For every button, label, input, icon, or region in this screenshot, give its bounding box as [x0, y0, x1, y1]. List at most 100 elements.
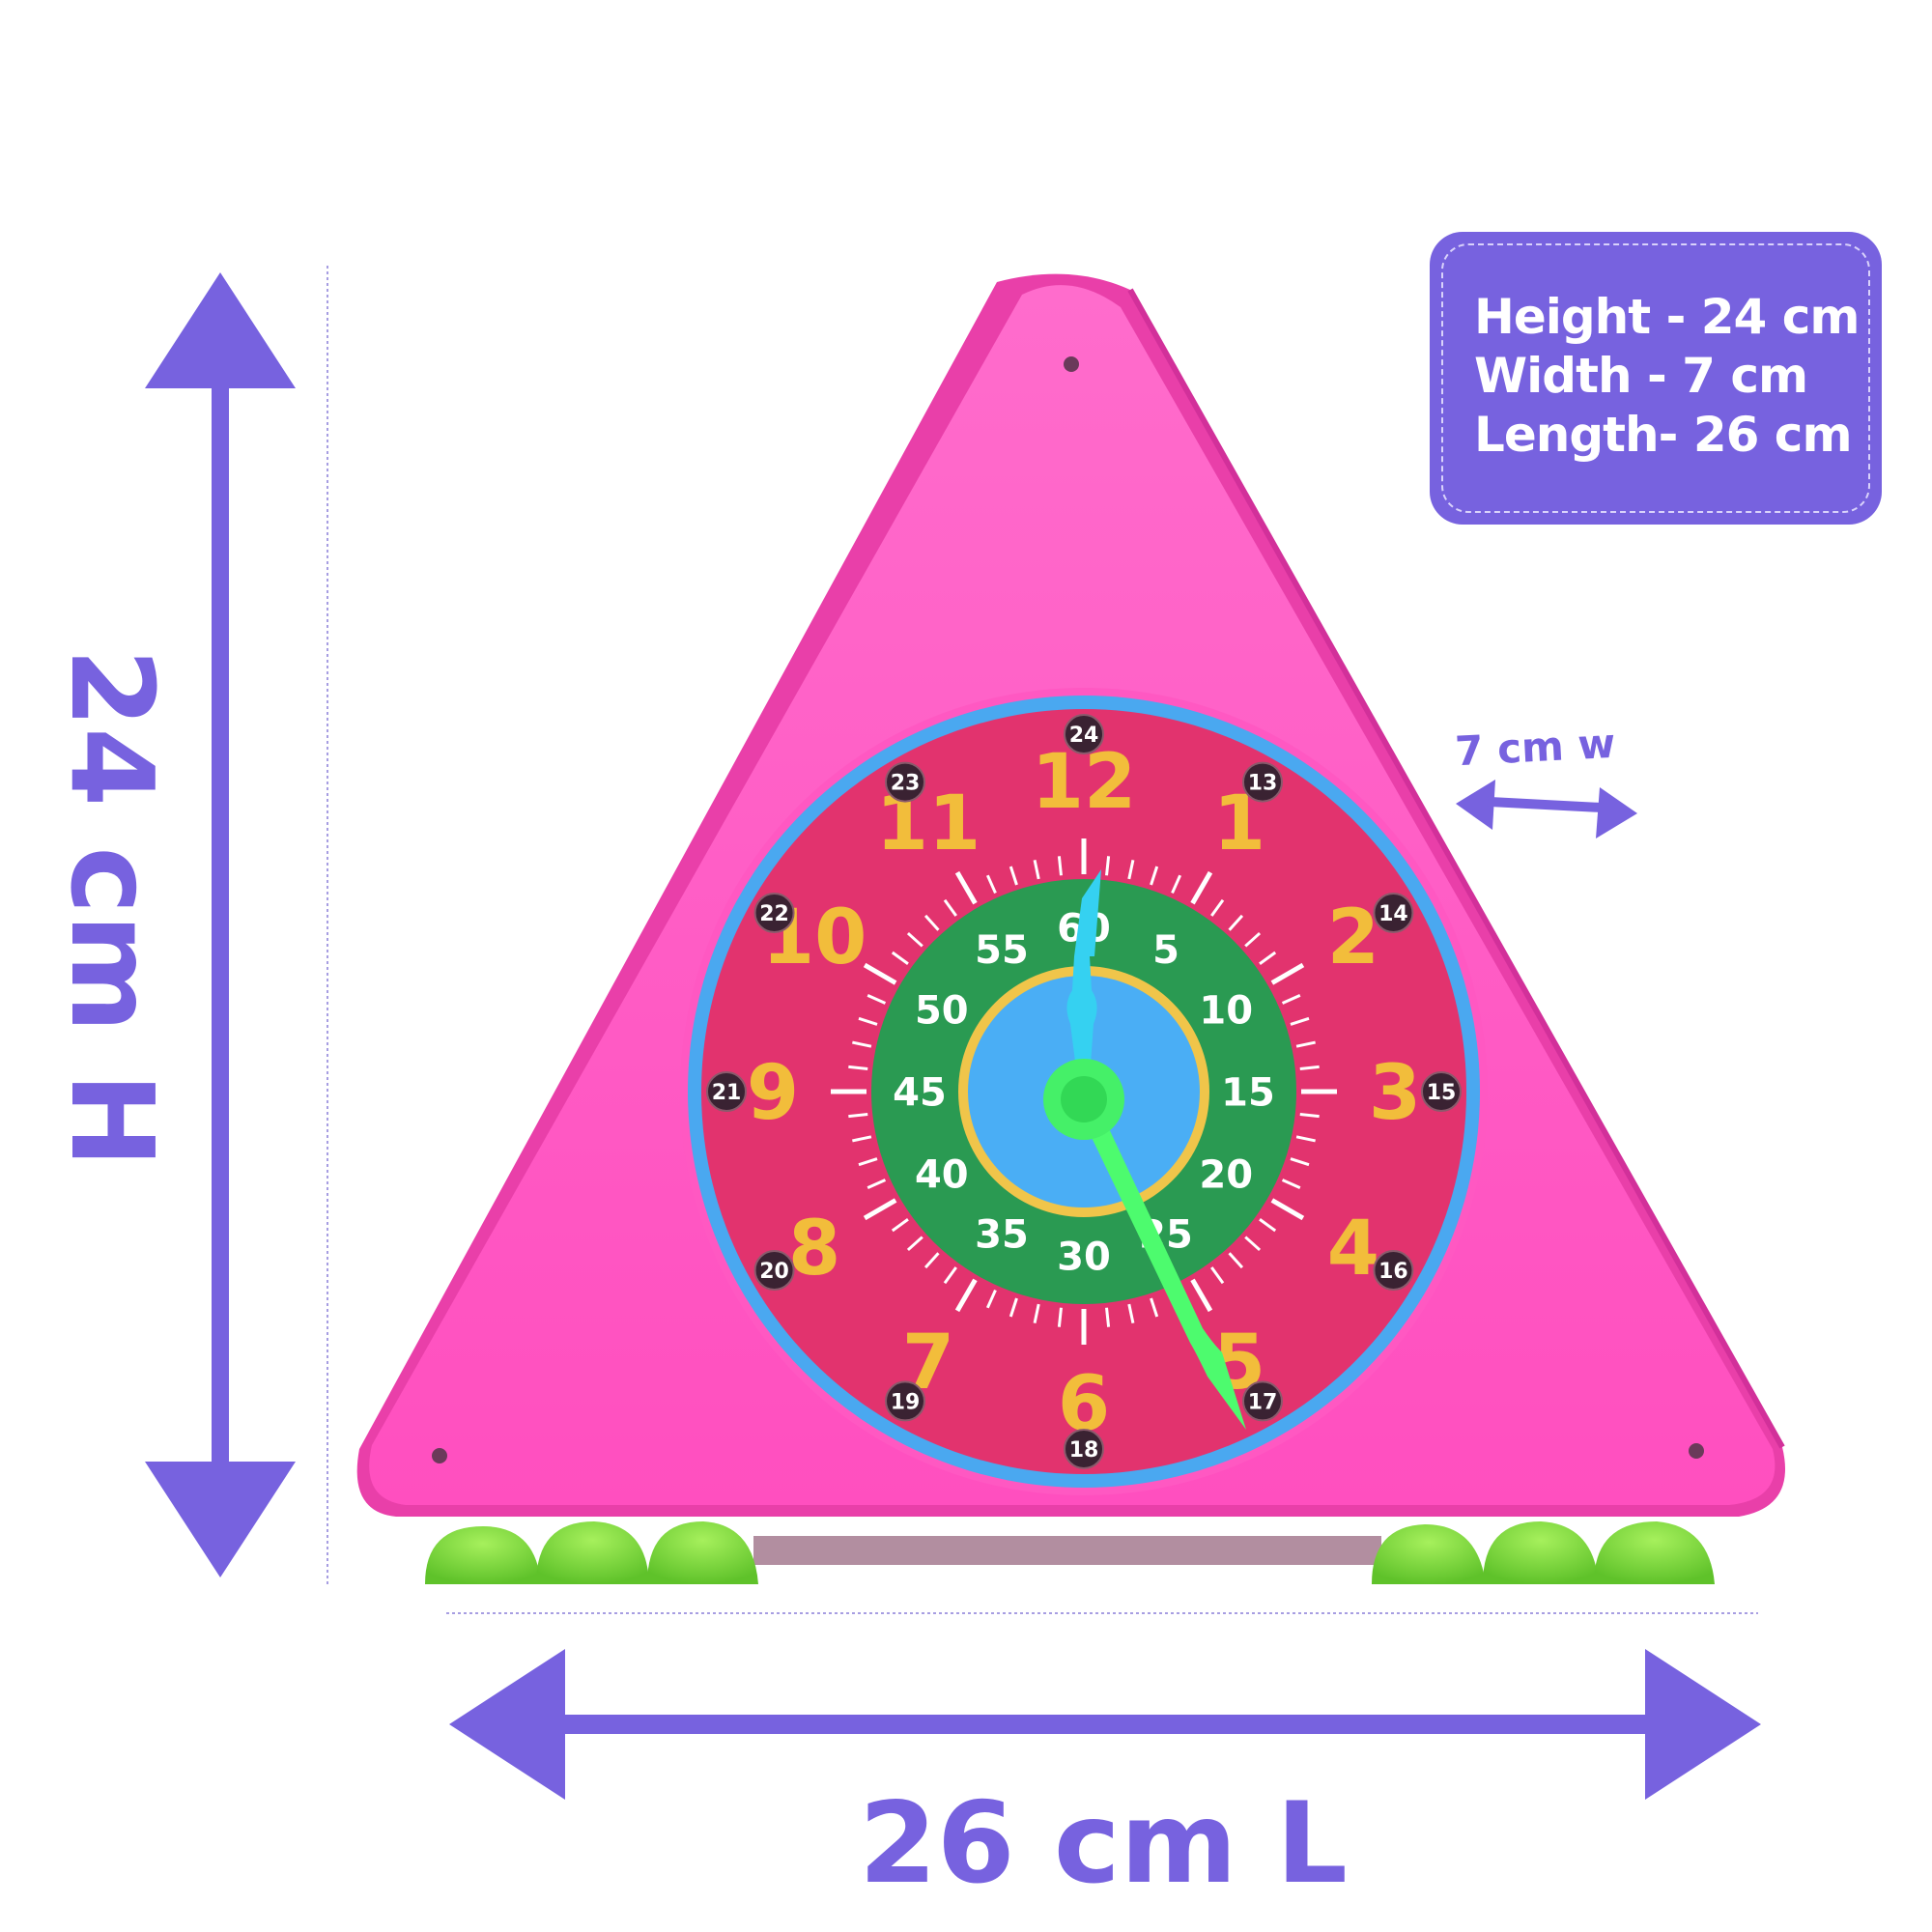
tick-mark — [1295, 1040, 1316, 1048]
width-label: 7 cm w — [1454, 720, 1616, 776]
dimensions-box: Height - 24 cm Width - 7 cm Length- 26 c… — [1430, 232, 1882, 525]
tick-mark — [1244, 1236, 1262, 1252]
screw-top — [1064, 356, 1079, 372]
tick-mark — [848, 1113, 868, 1119]
badge-circle — [753, 893, 795, 933]
minute-number-30: 30 — [1057, 1235, 1111, 1279]
badge-circle — [1421, 1071, 1462, 1112]
tick-mark — [1290, 1157, 1310, 1167]
tick-mark — [1033, 860, 1040, 880]
hour24-number-19: 19 — [891, 1390, 921, 1414]
clock-feet — [425, 1521, 1715, 1584]
hour24-number-20: 20 — [759, 1260, 789, 1284]
hour-number-3: 3 — [1369, 1050, 1421, 1137]
tick-mark — [858, 1157, 878, 1167]
badge-circle — [1373, 893, 1414, 933]
tick-mark — [1033, 1303, 1040, 1323]
tick-mark — [954, 870, 978, 905]
tick-mark — [867, 1179, 887, 1190]
tick-mark — [1228, 1252, 1244, 1269]
tick-mark — [1150, 866, 1159, 886]
tick-mark — [1171, 874, 1182, 895]
tick-mark — [1057, 1307, 1063, 1327]
badge-circle — [1373, 1250, 1414, 1291]
tick-mark — [858, 1016, 878, 1026]
tick-mark — [1270, 1198, 1305, 1221]
hour-number-8: 8 — [788, 1206, 840, 1293]
tick-mark — [848, 1065, 868, 1070]
tick-mark — [1270, 962, 1305, 985]
badge-circle — [753, 1250, 795, 1291]
tick-mark — [1105, 1307, 1111, 1327]
badge-circle — [1242, 761, 1283, 803]
minute-number-20: 20 — [1199, 1152, 1253, 1197]
hour-number-2: 2 — [1327, 895, 1379, 981]
hour24-number-16: 16 — [1378, 1260, 1408, 1284]
length-line: Length- 26 cm — [1474, 407, 1853, 463]
tick-mark — [923, 1252, 940, 1269]
tick-mark — [906, 931, 923, 948]
minute-number-15: 15 — [1221, 1070, 1275, 1115]
tick-mark — [852, 1040, 872, 1048]
tick-mark — [985, 1289, 997, 1309]
badge-circle — [1064, 714, 1104, 754]
tick-mark — [867, 993, 887, 1005]
tick-mark — [1009, 866, 1018, 886]
tick-mark — [1281, 1179, 1301, 1190]
tick-mark — [943, 898, 957, 917]
hour24-number-17: 17 — [1248, 1390, 1278, 1414]
screw-right — [1689, 1443, 1704, 1459]
hour24-number-23: 23 — [891, 771, 921, 795]
tick-mark — [1210, 1266, 1225, 1285]
tick-mark — [852, 1135, 872, 1143]
tick-mark — [1281, 993, 1301, 1005]
tick-mark — [1244, 931, 1262, 948]
badge-circle — [1242, 1380, 1283, 1422]
tick-mark — [985, 874, 997, 895]
tick-mark — [943, 1266, 957, 1285]
hour24-number-14: 14 — [1378, 902, 1408, 926]
hour24-number-13: 13 — [1248, 771, 1278, 795]
tick-mark — [1105, 856, 1111, 876]
tick-mark — [1190, 870, 1213, 905]
badge-circle — [706, 1071, 747, 1112]
minute-number-35: 35 — [975, 1213, 1029, 1258]
length-label: 26 cm L — [859, 1778, 1348, 1909]
tick-mark — [1127, 860, 1135, 880]
minute-number-40: 40 — [915, 1152, 969, 1197]
minute-number-5: 5 — [1152, 928, 1179, 973]
tick-mark — [1299, 1065, 1320, 1070]
length-arrow — [449, 1649, 1761, 1800]
screw-left — [432, 1448, 447, 1463]
minute-hand — [1074, 1092, 1246, 1430]
tick-mark — [1127, 1303, 1135, 1323]
tick-mark — [891, 951, 909, 965]
tick-mark — [1190, 1278, 1213, 1313]
tick-mark — [1009, 1297, 1018, 1318]
tick-mark — [1228, 914, 1244, 931]
tick-mark — [891, 1218, 909, 1233]
tick-mark — [863, 1198, 897, 1221]
hour24-number-24: 24 — [1069, 724, 1099, 748]
tick-mark — [954, 1278, 978, 1313]
tick-mark — [1290, 1016, 1310, 1026]
hour24-number-15: 15 — [1427, 1081, 1457, 1105]
hour24-number-22: 22 — [759, 902, 789, 926]
tick-mark — [906, 1236, 923, 1252]
height-line: Height - 24 cm — [1474, 289, 1860, 345]
tick-mark — [923, 914, 940, 931]
tick-mark — [1150, 1297, 1159, 1318]
dimensions-box-border — [1441, 243, 1870, 513]
badge-circle — [885, 1380, 925, 1422]
hour-hand — [1066, 869, 1101, 1092]
minute-number-10: 10 — [1199, 988, 1253, 1033]
minute-number-45: 45 — [893, 1070, 947, 1115]
tick-mark — [1295, 1135, 1316, 1143]
tick-mark — [1259, 1218, 1277, 1233]
height-label: 24 cm H — [45, 648, 179, 1168]
badge-circle — [885, 761, 925, 803]
center-hub — [1043, 1059, 1124, 1140]
badge-circle — [1064, 1429, 1104, 1469]
hour24-number-18: 18 — [1069, 1438, 1099, 1463]
